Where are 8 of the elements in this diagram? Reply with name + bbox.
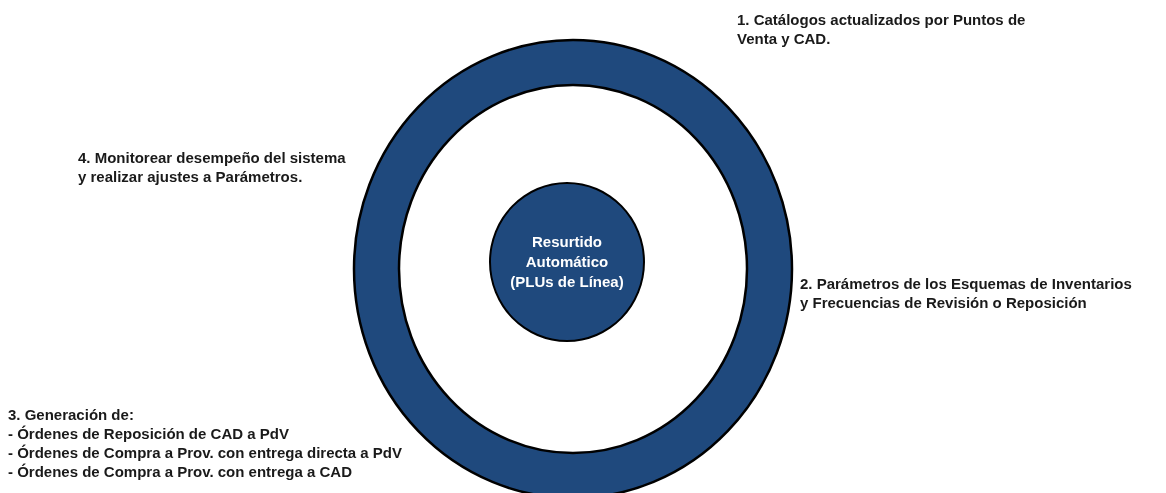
step-text: - Órdenes de Compra a Prov. con entrega a CAD — [8, 462, 353, 481]
step-text: - Órdenes de Reposición de CAD a PdV — [8, 424, 290, 443]
step-text: 4. Monitorear desempeño del sistema y realizar ajustes a Parámetros. — [78, 148, 346, 186]
step-text: - Órdenes de Compra a Prov. con entrega directa a PdV — [8, 443, 403, 462]
center-label: Resurtido Automático (PLUs de Línea) — [509, 232, 625, 292]
step-text: 2. Parámetros de los Esquemas de Inventarios y Frecuencias de Revisión o Reposición — [800, 274, 1133, 312]
step-text: 1. Catálogos actualizados por Puntos de Venta y CAD. — [737, 10, 1027, 48]
step-text: 3. Generación de: — [8, 405, 135, 424]
